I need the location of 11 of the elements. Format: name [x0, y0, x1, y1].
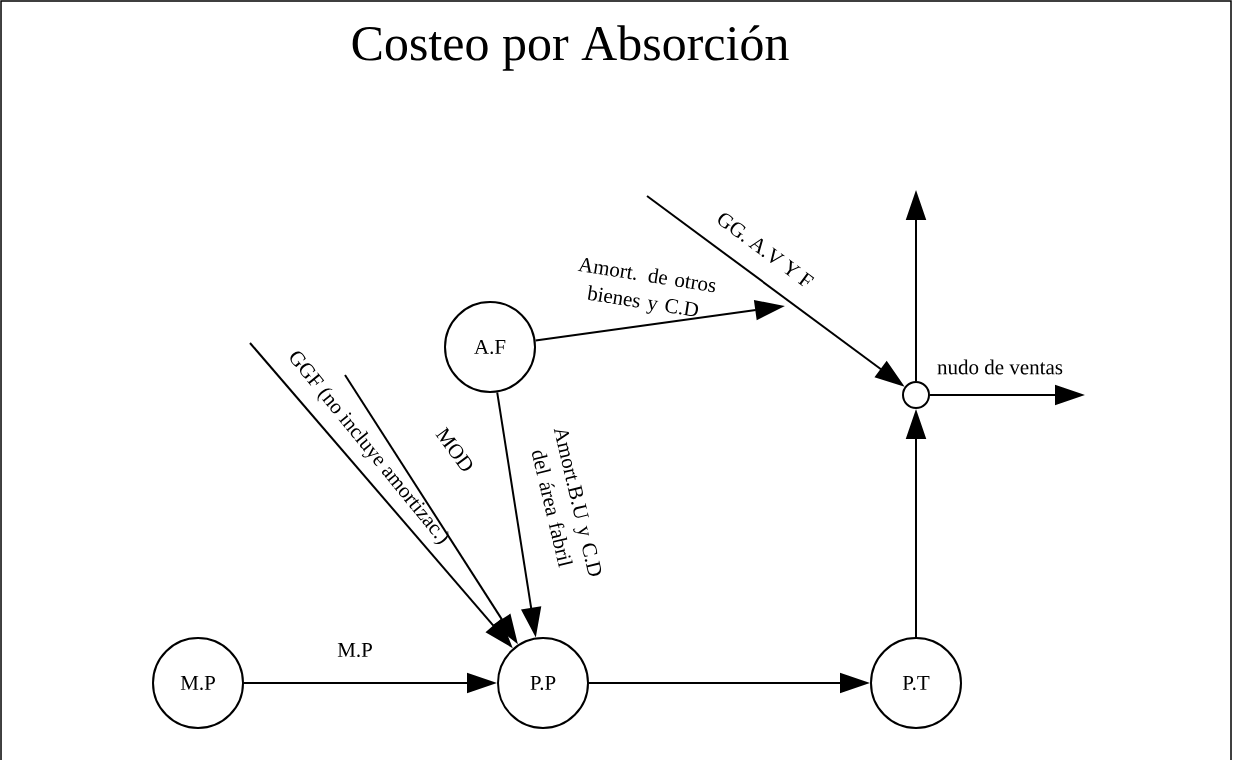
edge-label: Amort.B.U y C.D del área fabril [532, 428, 602, 576]
circle-node: P.T [870, 637, 962, 729]
node-caption: nudo de ventas [937, 359, 1063, 375]
junction-circle [902, 381, 930, 409]
edge-label: GG. A.V Y F [718, 213, 815, 287]
circle-node: A.F [444, 301, 536, 393]
edge-label: M.P [337, 642, 372, 657]
title: Costeo por Absorción [352, 25, 789, 71]
edge-label: Amort. de otros bienes y C.D [577, 258, 716, 317]
circle-node: M.P [152, 637, 244, 729]
circle-node: P.P [497, 637, 589, 729]
